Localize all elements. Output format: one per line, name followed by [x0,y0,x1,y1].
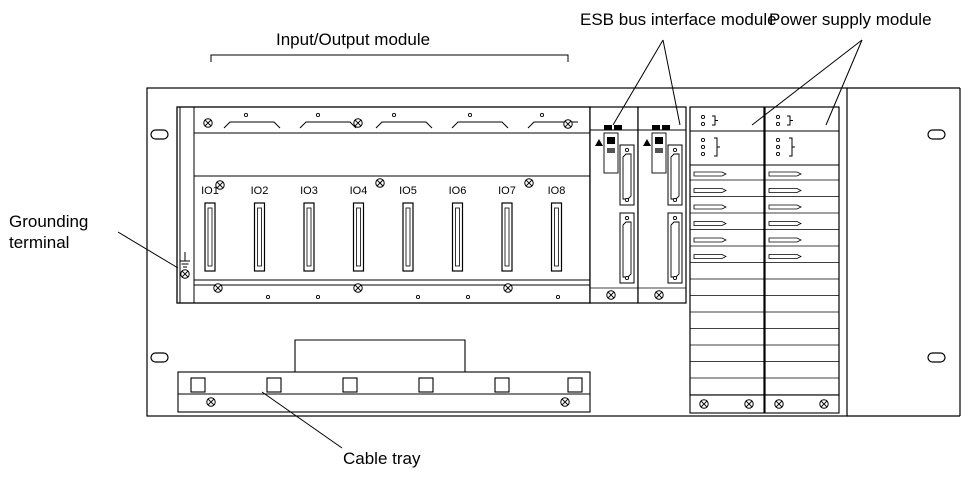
slot-connector [303,202,315,272]
esb-modules [589,106,687,304]
grounding-callout-line2: terminal [9,233,70,252]
warning-triangle-icon [643,139,651,146]
leader-lines [117,39,863,449]
io-slot: IO8 [548,185,566,272]
power-supply-module [764,106,840,414]
slot-connector [402,202,414,272]
slot-connector [501,202,513,272]
io-module-callout: Input/Output module [276,30,431,49]
io-slot: IO3 [300,185,318,272]
io-slots: IO1 IO2 IO3 IO4 IO5 IO6 IO7 IO8 [201,185,566,272]
io-slot: IO4 [350,185,368,272]
esb-module [589,106,639,304]
power-supply-modules [689,106,840,414]
cable-tray [177,339,591,413]
esb-module [637,106,687,304]
esb-module-callout: ESB bus interface module [580,10,777,29]
slot-connector [253,202,266,272]
slot-label: IO7 [498,185,516,197]
rack-panel [146,87,848,417]
mount-hole-bl [150,352,169,363]
slot-connector [451,202,464,272]
d-sub-connector-icon [667,212,683,284]
grounding-screw [180,269,190,279]
slot-label: IO6 [449,185,467,197]
d-sub-connector-icon [619,212,635,284]
power-module-callout: Power supply module [769,10,932,29]
slot-connector [204,202,216,272]
io-slot: IO6 [449,185,467,272]
d-sub-connector-icon [667,144,683,206]
slot-label: IO3 [300,185,318,197]
io-slot: IO2 [251,185,269,272]
slot-label: IO1 [201,185,219,197]
slot-label: IO2 [251,185,269,197]
slot-label: IO4 [350,185,368,197]
slot-connector [352,202,365,272]
slot-label: IO5 [399,185,417,197]
io-module-area [176,106,591,304]
grounding-callout-line1: Grounding [9,212,89,231]
ground-symbol-icon [180,252,190,268]
io-slot: IO7 [498,185,516,272]
mount-hole-tr [927,129,946,140]
io-slot: IO1 [201,185,219,272]
d-sub-connector-icon [619,144,635,206]
power-supply-module [689,106,765,414]
slot-connector [550,202,563,272]
warning-triangle-icon [595,139,603,146]
mount-hole-tl [150,129,169,140]
cable-tray-callout: Cable tray [343,449,421,468]
slot-label: IO8 [548,185,566,197]
io-slot: IO5 [399,185,417,272]
mount-hole-br [927,352,946,363]
